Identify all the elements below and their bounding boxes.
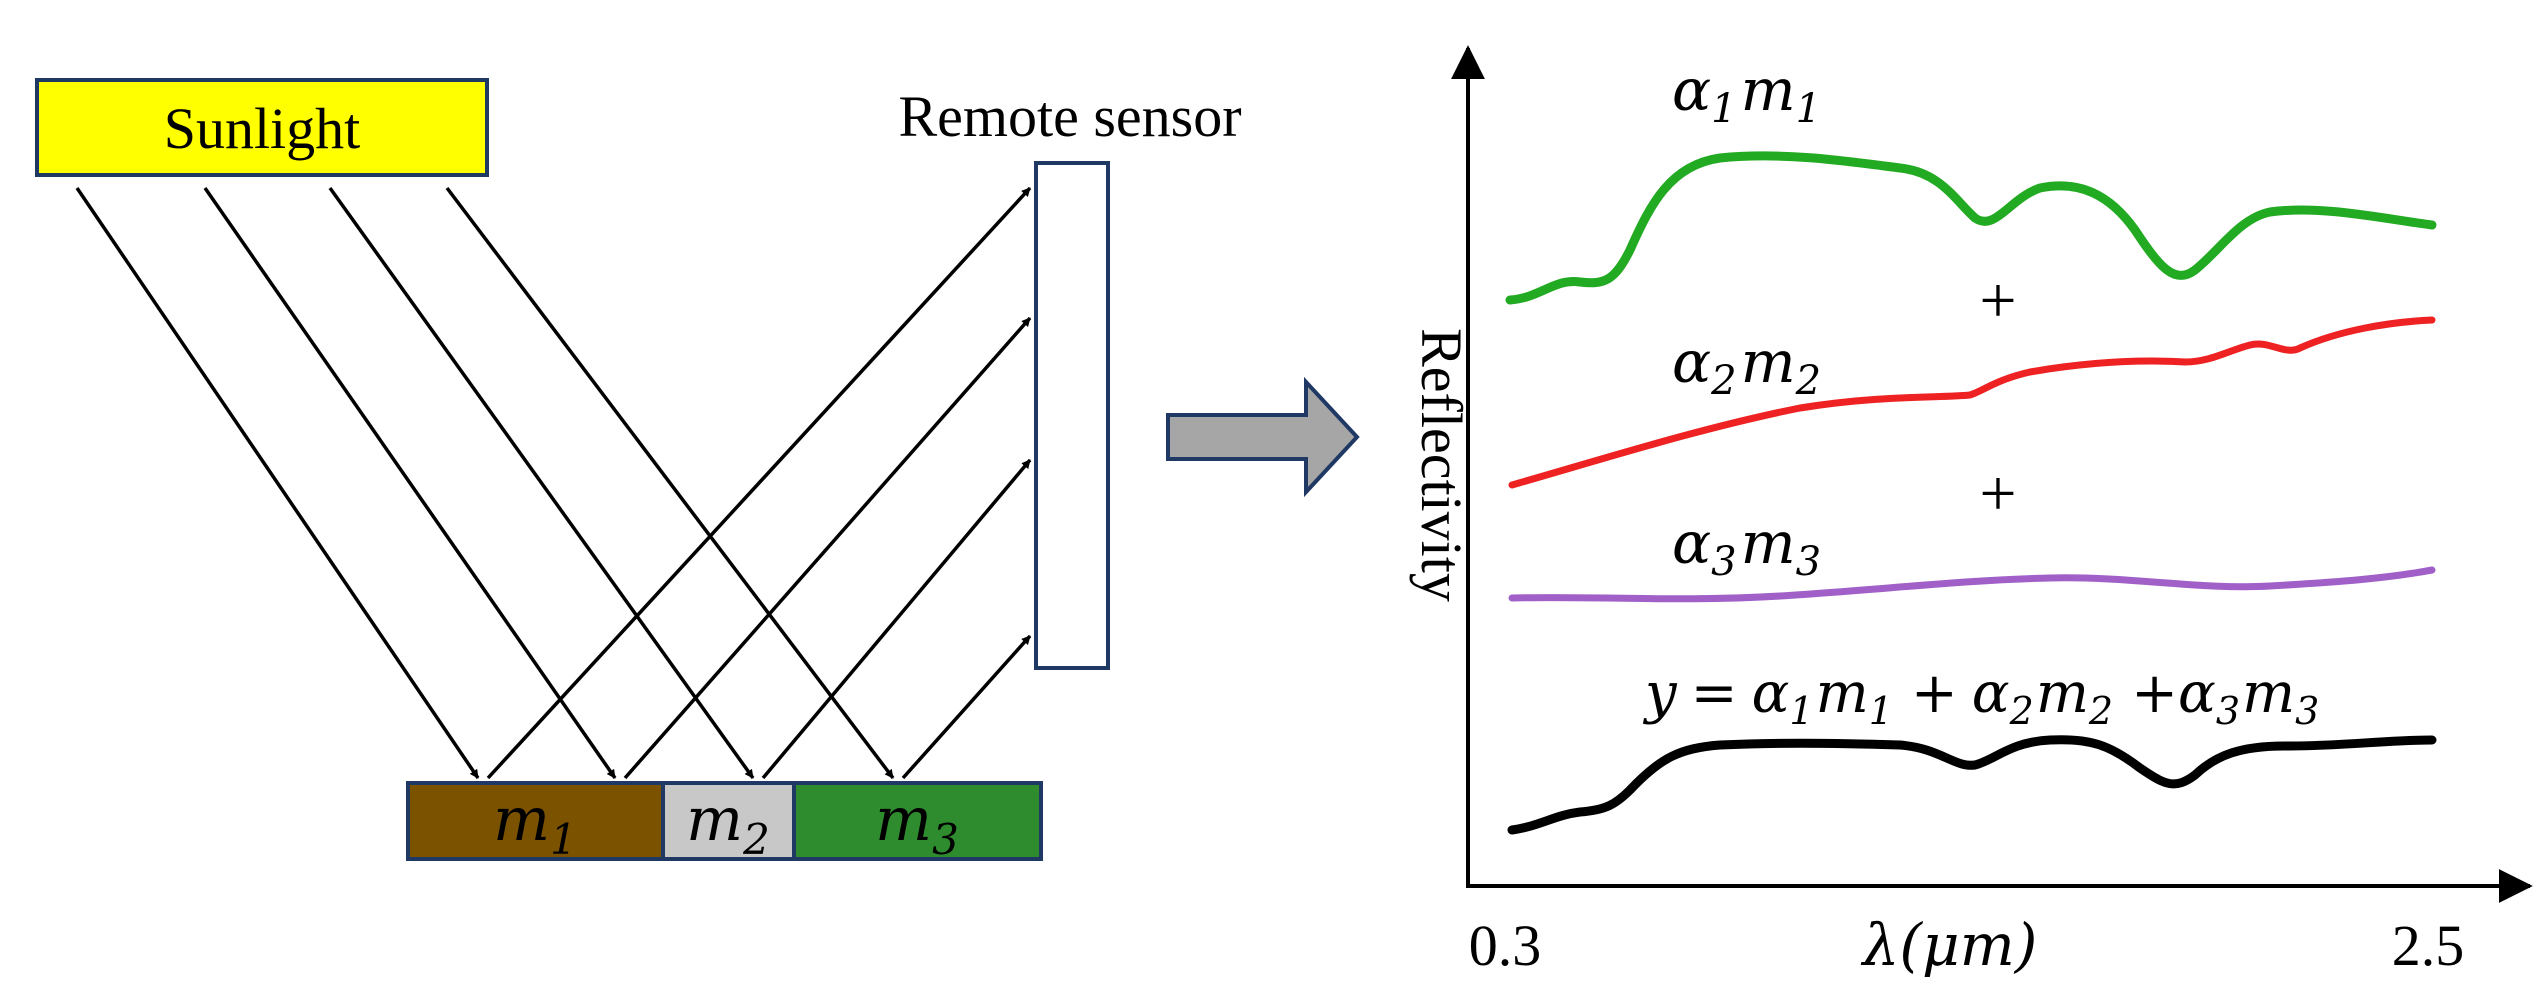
incident-ray-3 xyxy=(328,186,755,780)
material-m3-label: m3 xyxy=(875,785,959,864)
remote-sensor-box xyxy=(1034,161,1110,670)
material-m2-label: m2 xyxy=(686,785,770,864)
right-panel: Reflectivity 0.3 λ(μm) 2.5 α1m1 α2m2 α3m… xyxy=(1409,45,2533,979)
curve-alpha3-m3 xyxy=(1508,566,2436,603)
incident-ray-4 xyxy=(445,186,895,780)
reflected-ray-3 xyxy=(761,458,1032,780)
reflected-ray-1 xyxy=(486,186,1032,780)
x-axis-label: λ(μm) xyxy=(1861,911,2038,979)
plus-sign-2: + xyxy=(1979,457,2016,530)
material-m3 xyxy=(792,781,1043,861)
y-axis-label: Reflectivity xyxy=(1409,328,1474,602)
curve-alpha1-m1 xyxy=(1505,151,2437,305)
material-strip: m1 m2 m3 xyxy=(406,781,1043,864)
remote-sensor-label: Remote sensor xyxy=(898,84,1241,149)
process-arrow xyxy=(1166,376,1360,498)
label-alpha2-m2: α2m2 xyxy=(1672,328,1821,404)
material-m1-label: m1 xyxy=(493,785,577,864)
reflected-rays xyxy=(486,186,1032,780)
plus-sign-1: + xyxy=(1979,264,2016,337)
x-max-label: 2.5 xyxy=(2392,913,2465,978)
sunlight-box xyxy=(35,78,489,177)
incident-ray-2 xyxy=(203,187,617,779)
incident-rays xyxy=(75,186,895,780)
sum-equation: y=α1m1+α2m2+α3m3 xyxy=(1642,661,2319,733)
reflected-ray-2 xyxy=(623,316,1032,780)
left-panel: Sunlight Remote sensor m1 m2 m3 xyxy=(35,78,1242,864)
x-min-label: 0.3 xyxy=(1469,913,1542,978)
label-alpha1-m1: α1m1 xyxy=(1672,56,1821,132)
material-m2 xyxy=(661,781,796,861)
curve-sum xyxy=(1507,735,2437,835)
curve-alpha2-m2 xyxy=(1508,316,2436,489)
incident-ray-1 xyxy=(75,187,480,779)
sunlight-label: Sunlight xyxy=(164,96,361,161)
reflected-ray-4 xyxy=(901,634,1032,780)
label-alpha3-m3: α3m3 xyxy=(1672,509,1821,585)
material-m1 xyxy=(406,781,665,861)
